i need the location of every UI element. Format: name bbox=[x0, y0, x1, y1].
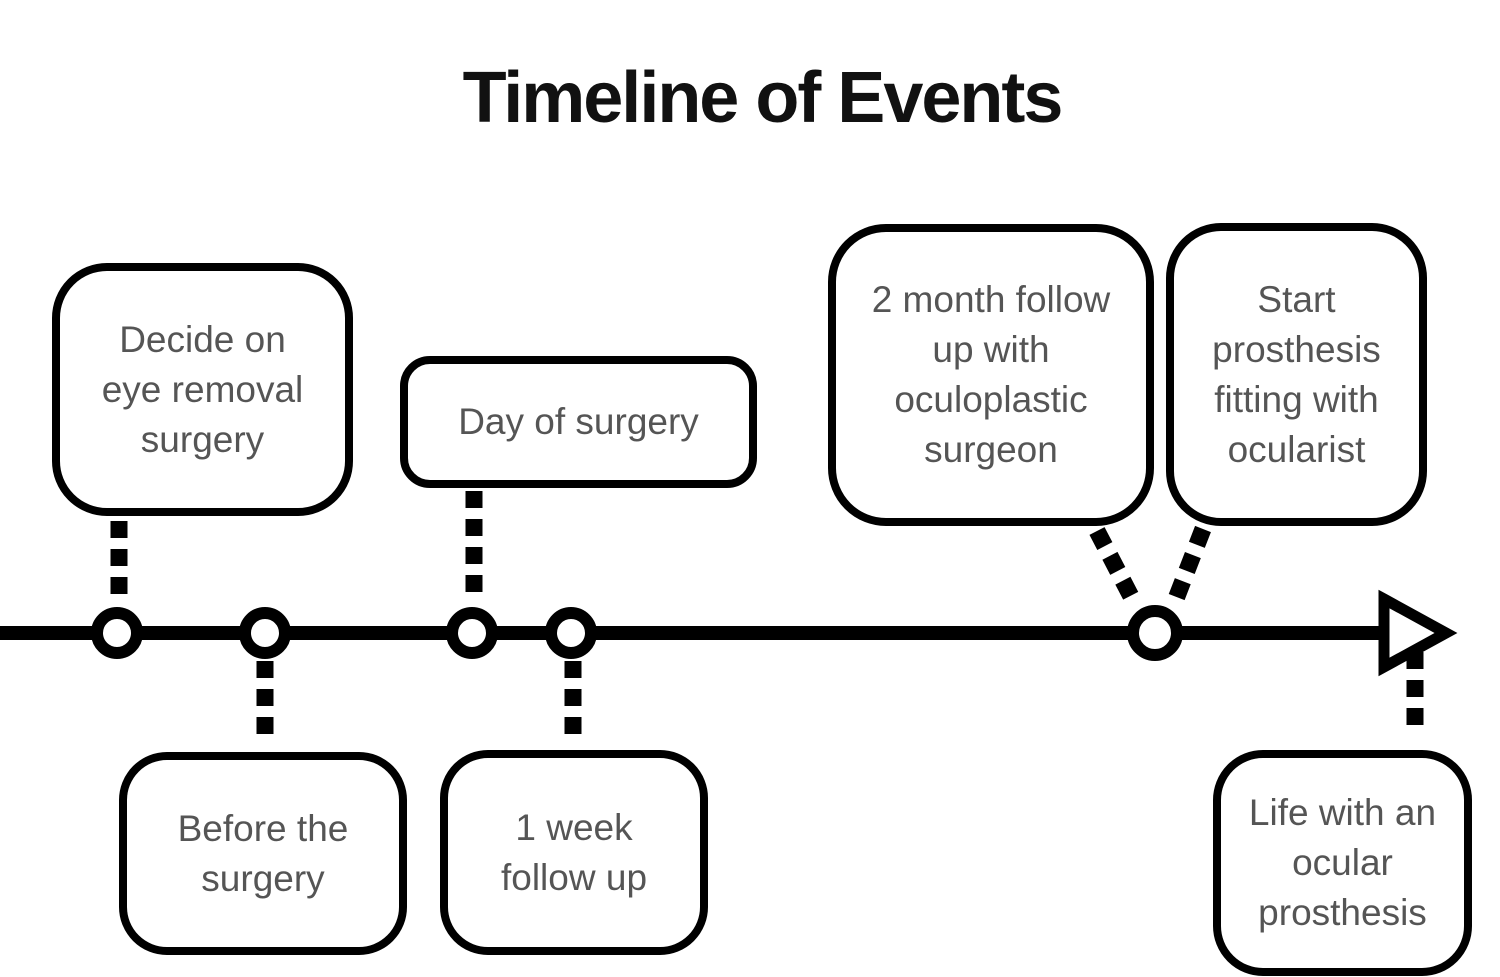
timeline-node-before-surgery bbox=[239, 607, 291, 659]
event-label-two-month-follow-up: 2 month follow up with oculoplastic surg… bbox=[871, 279, 1111, 470]
event-label-one-week-follow-up: 1 week follow up bbox=[500, 806, 648, 898]
page-title: Timeline of Events bbox=[462, 58, 1064, 138]
timeline-node-one-week-follow-up bbox=[545, 607, 597, 659]
event-box-one-week-follow-up: 1 week follow up bbox=[440, 750, 708, 955]
event-box-life-with-prosthesis: Life with an ocular prosthesis bbox=[1213, 750, 1472, 976]
event-box-start-prosthesis-fitting: Start prosthesis fitting with ocularist bbox=[1166, 223, 1427, 526]
event-label-start-prosthesis-fitting: Start prosthesis fitting with ocularist bbox=[1212, 278, 1381, 470]
event-label-day-of-surgery: Day of surgery bbox=[458, 401, 699, 442]
connector-two-month-follow-up bbox=[1089, 527, 1143, 608]
timeline-node-two-month-follow-up bbox=[1127, 605, 1183, 661]
event-box-decide-on-surgery: Decide on eye removal surgery bbox=[52, 263, 353, 516]
event-label-life-with-prosthesis: Life with an ocular prosthesis bbox=[1248, 792, 1437, 933]
event-box-two-month-follow-up: 2 month follow up with oculoplastic surg… bbox=[828, 224, 1154, 526]
event-box-before-surgery: Before the surgery bbox=[119, 752, 407, 955]
timeline-node-day-of-surgery bbox=[446, 607, 498, 659]
timeline-node-decide bbox=[91, 607, 143, 659]
event-label-before-surgery: Before the surgery bbox=[177, 807, 349, 899]
event-label-decide-on-surgery: Decide on eye removal surgery bbox=[101, 318, 304, 460]
connector-start-prosthesis-fitting bbox=[1166, 525, 1211, 608]
event-box-day-of-surgery: Day of surgery bbox=[400, 356, 757, 488]
timeline-arrowhead-icon bbox=[1378, 589, 1458, 677]
